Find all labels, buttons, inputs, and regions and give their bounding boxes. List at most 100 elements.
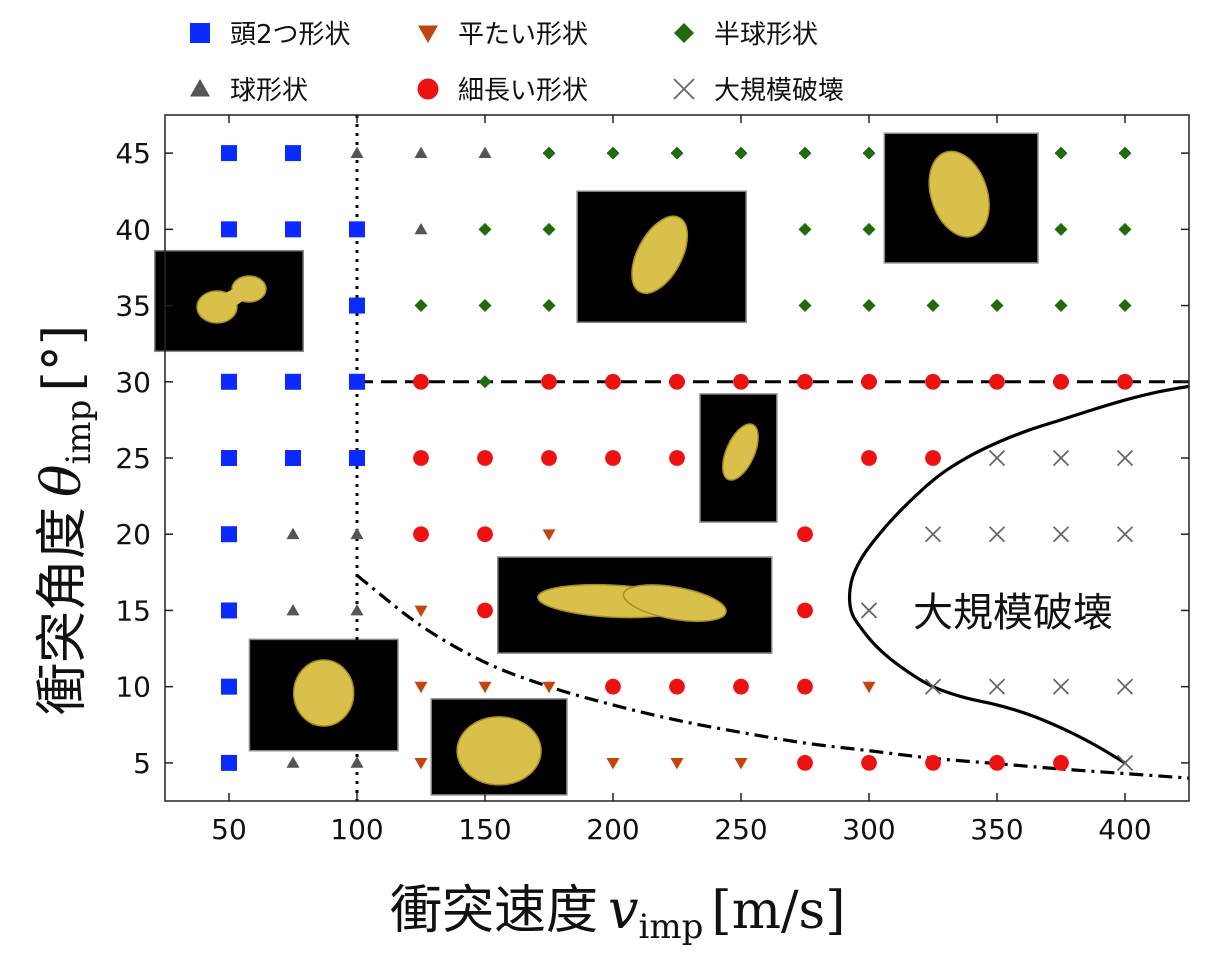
elongated-shape-image-long — [497, 556, 773, 654]
data-point — [414, 681, 428, 694]
legend-marker — [417, 78, 439, 100]
x-marker-stroke — [924, 526, 942, 543]
data-point — [925, 755, 941, 771]
y-tick-label: 35 — [115, 290, 151, 323]
data-point — [1054, 299, 1068, 313]
x-tick-label: 50 — [211, 813, 247, 846]
data-point — [413, 526, 429, 543]
x-marker-stroke — [1052, 526, 1070, 543]
data-point — [414, 299, 428, 313]
x-axis-subscript: imp — [639, 907, 704, 947]
data-point — [350, 527, 364, 540]
data-point — [542, 529, 556, 541]
data-point — [285, 373, 301, 390]
data-point — [1118, 299, 1132, 313]
data-point — [988, 678, 1006, 695]
data-point — [798, 222, 812, 236]
x-marker-stroke — [860, 602, 878, 619]
data-point — [1118, 146, 1132, 160]
data-point — [1052, 449, 1070, 467]
x-tick-label: 150 — [458, 813, 511, 846]
data-point — [350, 756, 364, 768]
x-marker-stroke — [1052, 449, 1070, 467]
data-point — [286, 756, 300, 768]
x-marker-stroke — [1116, 754, 1134, 772]
shape-blob — [631, 215, 689, 295]
data-point — [989, 373, 1005, 390]
legend-label: 頭2つ形状 — [230, 20, 351, 50]
data-point — [1116, 449, 1134, 467]
data-point — [733, 678, 749, 695]
data-point — [541, 373, 557, 390]
legend: 頭2つ形状平たい形状半球形状球形状細長い形状大規模破壊 — [190, 20, 844, 106]
data-point — [1117, 373, 1133, 390]
data-point — [862, 299, 876, 313]
data-point — [414, 605, 428, 617]
x-marker-stroke — [988, 526, 1006, 543]
data-point — [541, 450, 557, 466]
x-axis-label: 衝突速度 — [390, 881, 598, 941]
legend-label: 大規模破壊 — [714, 76, 844, 106]
data-point — [860, 602, 878, 619]
x-tick-label: 100 — [330, 813, 383, 846]
data-point — [285, 450, 301, 466]
data-point — [1116, 526, 1134, 543]
data-point — [542, 299, 556, 313]
data-point — [221, 602, 237, 619]
data-point — [797, 678, 813, 695]
data-point — [542, 222, 556, 236]
flat-shape-image — [430, 698, 568, 796]
data-point — [797, 602, 813, 619]
data-point — [862, 681, 876, 694]
x-tick-label: 400 — [1098, 813, 1151, 846]
data-point — [478, 375, 492, 389]
x-marker-stroke — [924, 678, 942, 695]
data-point — [1052, 526, 1070, 543]
legend-label: 細長い形状 — [458, 76, 588, 106]
data-point — [413, 450, 429, 466]
data-point — [1116, 754, 1134, 772]
data-point — [862, 222, 876, 236]
data-point — [349, 373, 365, 390]
data-point — [990, 299, 1004, 313]
y-axis-label: 衝突角度 — [33, 507, 93, 715]
data-point — [542, 146, 556, 160]
data-point — [414, 222, 428, 235]
data-point — [734, 146, 748, 160]
x-marker-stroke — [1116, 526, 1134, 543]
region-label: 大規模破壊 — [913, 590, 1113, 636]
data-point — [669, 678, 685, 695]
elongated-shape-image-small — [699, 393, 778, 523]
data-point — [989, 755, 1005, 771]
data-point — [478, 222, 492, 236]
dash-dot-boundary-curve — [356, 574, 1189, 780]
legend-marker — [674, 23, 694, 43]
data-point — [797, 373, 813, 390]
data-point — [605, 373, 621, 390]
data-point — [924, 678, 942, 695]
data-point — [414, 758, 428, 770]
x-tick-label: 250 — [714, 813, 767, 846]
data-point — [349, 450, 365, 466]
data-point — [285, 221, 301, 238]
data-point — [350, 603, 364, 616]
data-point — [605, 678, 621, 695]
x-marker-stroke — [1052, 678, 1070, 695]
shape-blob — [622, 584, 727, 623]
data-point — [477, 526, 493, 543]
data-point — [285, 145, 301, 162]
shape-blob — [218, 287, 248, 309]
data-point — [669, 450, 685, 466]
two-headed-shape-image — [154, 249, 304, 353]
data-point — [670, 146, 684, 160]
y-tick-label: 15 — [115, 594, 151, 627]
data-point — [797, 755, 813, 771]
x-marker-stroke — [1116, 678, 1134, 695]
shape-blob — [456, 716, 542, 786]
data-point — [221, 754, 237, 771]
data-point — [286, 527, 300, 540]
data-points — [221, 145, 1134, 772]
y-axis-symbol: θ — [30, 464, 93, 497]
